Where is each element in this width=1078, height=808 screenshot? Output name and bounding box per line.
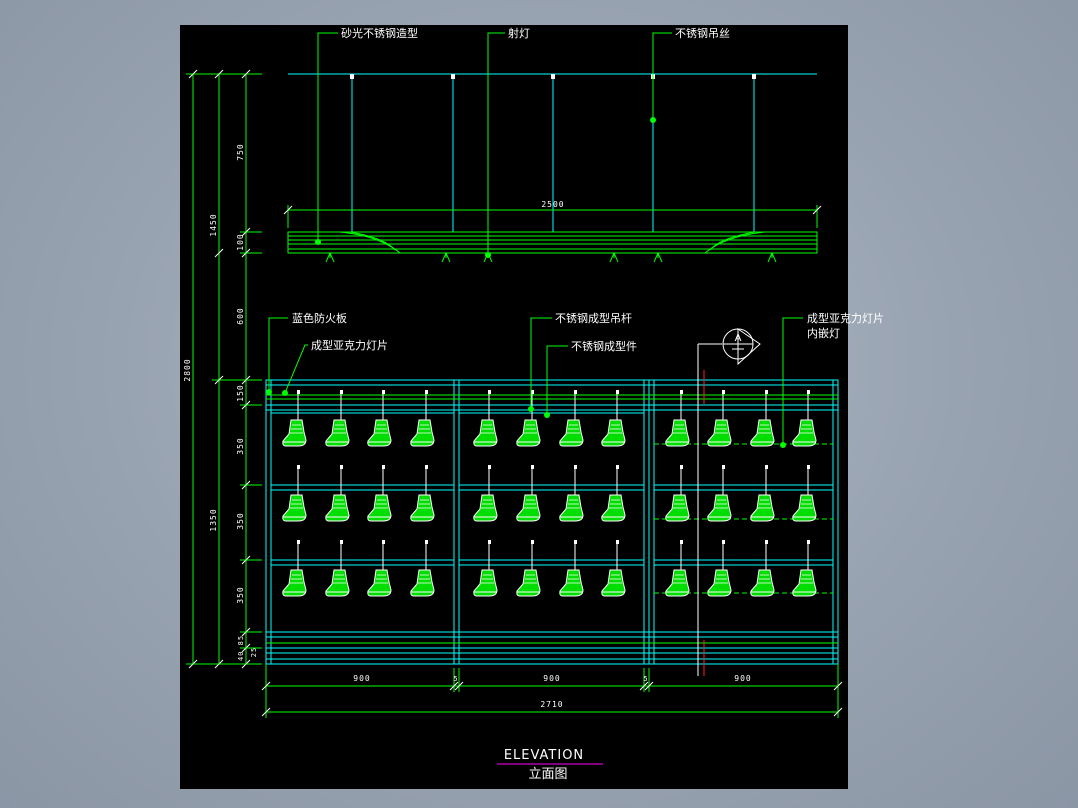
shoe-hanger [325, 390, 350, 447]
shoe-hanger [282, 390, 307, 447]
label-steel-part: 不锈钢成型件 [571, 339, 637, 353]
shoe-hanger [282, 465, 307, 522]
shoe-hanger [601, 465, 626, 522]
label-sanded-steel: 砂光不锈钢造型 [341, 26, 418, 40]
title-zh: 立面图 [528, 767, 567, 782]
label-steel-rod: 不锈钢成型吊杆 [555, 311, 632, 325]
shoe-hanger [750, 465, 775, 522]
shoe-hanger [410, 390, 435, 447]
section-mark: A [735, 333, 742, 344]
shoe-hanger [282, 540, 307, 597]
dim-total: 2710 [540, 700, 563, 709]
shoe-hanger [707, 390, 732, 447]
shoe-hanger [559, 390, 584, 447]
shoe-hanger [516, 540, 541, 597]
label-acrylic-left: 成型亚克力灯片 [311, 338, 388, 352]
dim-gap-1: 5 [453, 675, 458, 683]
shoe-hanger [367, 465, 392, 522]
shoe-hanger [367, 390, 392, 447]
bottom-dimensions [265, 664, 839, 718]
dim-350-b: 350 [236, 512, 245, 529]
shoe-hanger [665, 465, 690, 522]
shoe-hanger [559, 465, 584, 522]
shoe-hanger [367, 540, 392, 597]
shoe-hanger [792, 390, 817, 447]
dim-25: 25 [250, 647, 258, 657]
shoe-hanger [707, 540, 732, 597]
shoe-hanger [707, 465, 732, 522]
shoe-hanger [792, 540, 817, 597]
label-spotlight: 射灯 [508, 26, 530, 40]
dim-top-width: 2500 [541, 200, 564, 209]
shoe-display-group [282, 390, 817, 597]
display-cabinet [265, 344, 839, 676]
top-leaders [317, 32, 672, 255]
dim-40-85: 40 85 [237, 635, 245, 661]
shoe-hanger [473, 540, 498, 597]
dim-350-c: 350 [236, 586, 245, 603]
left-dimensions [186, 73, 262, 665]
shoe-hanger [750, 540, 775, 597]
dim-bay-1: 900 [353, 674, 370, 683]
shoe-hanger [473, 390, 498, 447]
drawing-canvas [180, 25, 848, 789]
dim-2800: 2800 [183, 358, 192, 381]
dim-750: 750 [236, 143, 245, 160]
dim-100: 100 [236, 233, 245, 250]
cabinet-leaders [268, 317, 803, 445]
label-blue-board: 蓝色防火板 [292, 311, 347, 325]
dim-gap-2: 5 [643, 675, 648, 683]
shoe-hanger [792, 465, 817, 522]
shoe-hanger [325, 465, 350, 522]
dim-1350: 1350 [209, 508, 218, 531]
shoe-hanger [665, 540, 690, 597]
section-symbol: A [698, 328, 761, 366]
dim-350-a: 350 [236, 437, 245, 454]
shoe-hanger [601, 390, 626, 447]
shoe-hanger [516, 465, 541, 522]
shoe-hanger [601, 540, 626, 597]
shoe-hanger [665, 390, 690, 447]
dim-bay-2: 900 [543, 674, 560, 683]
shoe-hanger [750, 390, 775, 447]
title-en: ELEVATION [504, 748, 584, 763]
dim-600: 600 [236, 307, 245, 324]
shoe-hanger [473, 465, 498, 522]
dim-1450: 1450 [209, 213, 218, 236]
dim-bay-3: 900 [734, 674, 751, 683]
label-acrylic-right: 成型亚克力灯片 [807, 311, 884, 325]
shoe-hanger [516, 390, 541, 447]
shoe-hanger [410, 540, 435, 597]
label-steel-wire: 不锈钢吊丝 [675, 27, 730, 40]
dim-150: 150 [236, 384, 245, 401]
label-embedded-light: 内嵌灯 [807, 326, 840, 340]
shoe-hanger [410, 465, 435, 522]
shoe-hanger [325, 540, 350, 597]
shoe-hanger [559, 540, 584, 597]
ceiling-fixture: 2500 [283, 73, 822, 263]
